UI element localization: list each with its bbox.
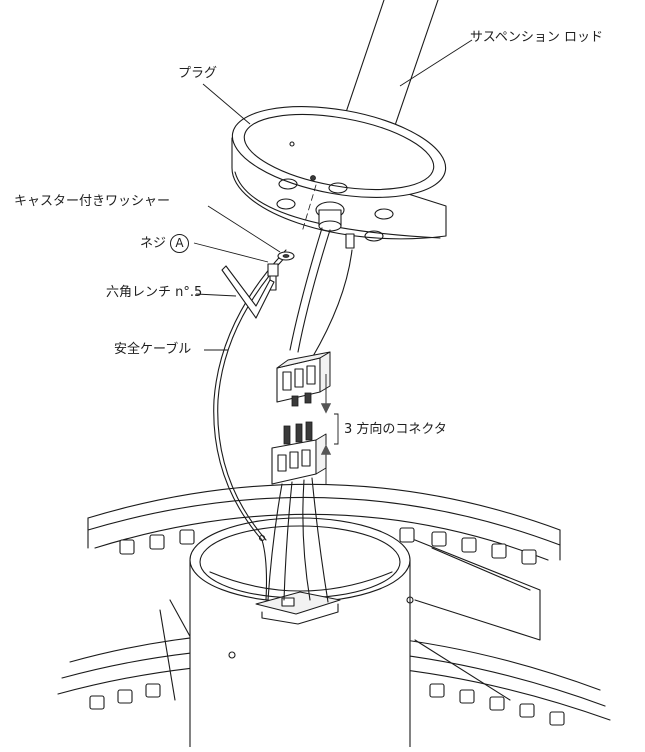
frame-struts <box>159 539 541 701</box>
upper-wires <box>289 227 355 359</box>
cable-gland <box>315 201 345 232</box>
screw-label-text: ネジ <box>140 236 167 251</box>
terminal-block-inside <box>255 591 341 625</box>
central-cylinder <box>189 517 414 748</box>
ring-knobs-lower <box>89 683 565 726</box>
suspension-rod-label: サスペンション ロッド <box>470 30 603 45</box>
hex-wrench-label: 六角レンチ n°.5 <box>106 285 203 300</box>
insertion-arrows <box>320 374 339 484</box>
hex-wrench <box>221 265 275 319</box>
safety-cable <box>213 249 289 601</box>
plug-disk <box>231 106 447 242</box>
washer-label: キャスター付きワッシャー <box>14 194 171 209</box>
safety-cable-label: 安全ケーブル <box>114 342 192 357</box>
lower-wires <box>267 477 329 603</box>
screw-marker: A <box>170 234 190 253</box>
ring-knobs-upper <box>119 527 537 565</box>
connector-label: 3 方向のコネクタ <box>344 422 447 437</box>
plug-label: プラグ <box>178 66 218 81</box>
leader-lines <box>193 39 473 351</box>
connector-lower <box>271 421 327 485</box>
suspension-rod <box>339 0 439 141</box>
connector-upper <box>276 351 331 407</box>
washer-part <box>277 251 295 261</box>
